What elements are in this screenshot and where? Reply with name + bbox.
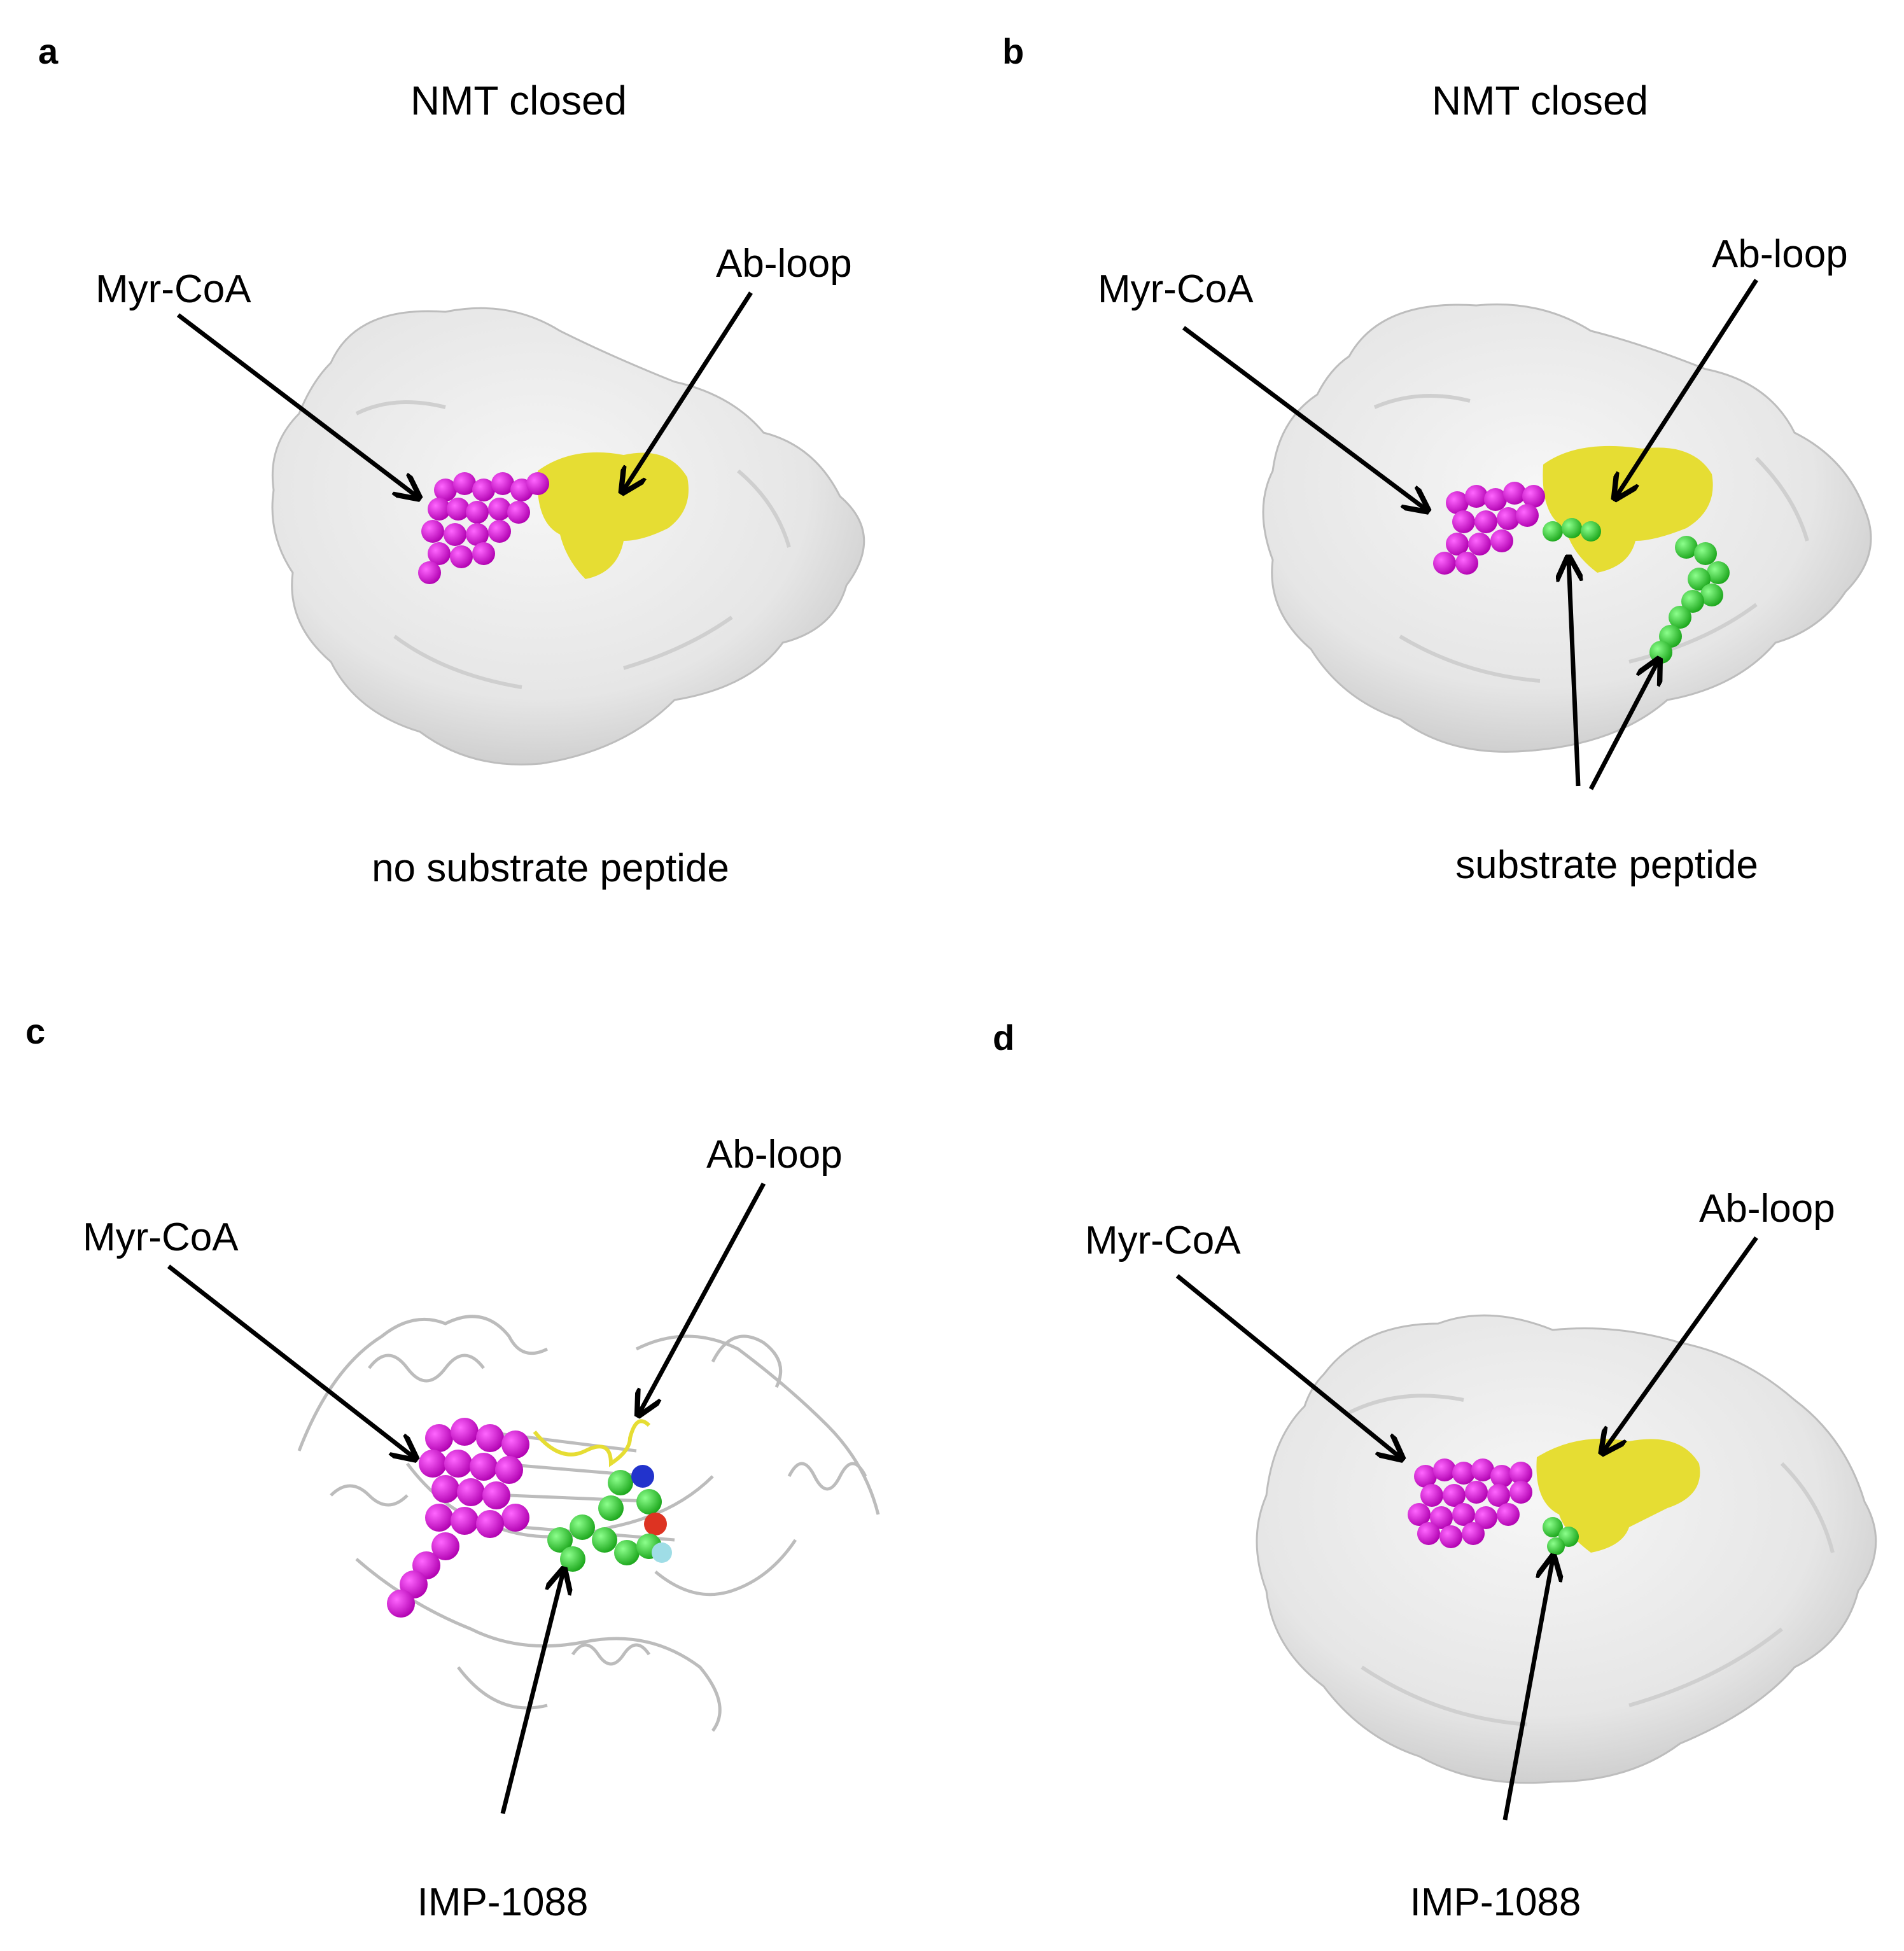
panel-b-myr-coa-label: Myr-CoA: [1098, 267, 1254, 311]
panel-d-myr-coa-arrow: [1175, 1274, 1400, 1457]
panel-c-bottom-label: IMP-1088: [417, 1880, 589, 1924]
panel-d-letter: d: [993, 1017, 1014, 1058]
panel-c-ligand-arrow: [500, 1572, 563, 1814]
panel-d: d Myr-CoA Ab-loop IMP-1088: [993, 1017, 1877, 1924]
panel-c-ab-loop-arrow: [640, 1182, 766, 1413]
panel-c-myr-coa-spheres: [387, 1418, 529, 1618]
panel-a-ab-loop-arrow: [624, 291, 753, 490]
panel-b-letter: b: [1002, 31, 1024, 71]
panel-c-ab-loop-label: Ab-loop: [706, 1133, 843, 1177]
panel-a-myr-coa-arrow: [176, 313, 417, 496]
panel-d-ab-loop-label: Ab-loop: [1699, 1187, 1835, 1231]
panel-d-protein-surface: [1256, 1314, 1877, 1784]
panel-b-myr-coa-arrow: [1182, 326, 1425, 509]
panel-d-ligand-arrow: [1502, 1559, 1553, 1821]
panel-c-ligand-spheres: [547, 1465, 672, 1572]
panel-d-ab-loop-arrow: [1604, 1236, 1758, 1451]
panel-d-bottom-label: IMP-1088: [1410, 1880, 1581, 1924]
panel-d-myr-coa-spheres: [1408, 1458, 1532, 1548]
panel-b-title: NMT closed: [1432, 78, 1648, 123]
panel-b-ab-loop-label: Ab-loop: [1712, 232, 1848, 276]
panel-b: b NMT closed Myr-CoA A: [1002, 31, 1872, 887]
panel-a-ab-loop-surface: [537, 452, 689, 579]
panel-b-peptide-arrow-2: [1588, 662, 1658, 790]
panel-a-ab-loop-label: Ab-loop: [716, 242, 852, 286]
panel-a-bottom-label: no substrate peptide: [372, 846, 729, 890]
panel-c-letter: c: [25, 1011, 45, 1051]
panel-b-ab-loop-arrow: [1616, 279, 1758, 496]
panel-c-myr-coa-label: Myr-CoA: [83, 1215, 239, 1259]
panel-d-ab-loop-surface: [1536, 1438, 1700, 1553]
panel-c-ab-loop-ribbon: [533, 1419, 651, 1467]
panel-a-myr-coa-label: Myr-CoA: [95, 267, 251, 311]
panel-a-letter: a: [38, 31, 59, 71]
panel-d-myr-coa-label: Myr-CoA: [1085, 1219, 1241, 1262]
panel-d-ligand-spheres: [1543, 1517, 1579, 1555]
panel-b-peptide-arrow-1: [1569, 560, 1578, 787]
panel-a-title: NMT closed: [410, 78, 627, 123]
panel-c: c: [25, 1011, 880, 1924]
panel-a: a NMT closed Myr-CoA Ab-loop no substrat…: [38, 31, 865, 890]
panel-c-myr-coa-arrow: [167, 1264, 414, 1457]
panel-b-myr-coa-spheres: [1433, 482, 1545, 575]
panel-b-bottom-label: substrate peptide: [1455, 843, 1758, 887]
panel-c-ribbon-cartoon: [297, 1315, 880, 1732]
panel-a-myr-coa-spheres: [418, 472, 549, 584]
panel-b-ab-loop-surface: [1543, 445, 1713, 573]
panel-b-peptide-spheres: [1543, 518, 1730, 664]
